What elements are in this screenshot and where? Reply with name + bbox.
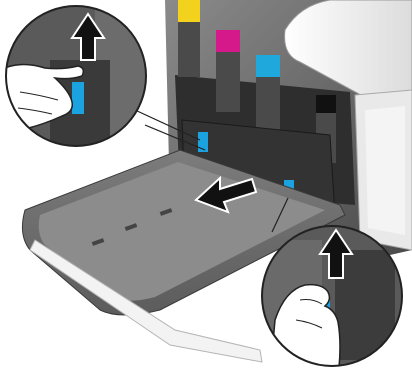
toner-yellow <box>178 0 200 77</box>
magnifier-left <box>0 0 165 160</box>
toner-cyan <box>256 55 280 132</box>
release-lever-left[interactable] <box>72 82 84 114</box>
toner-magenta <box>216 30 240 112</box>
